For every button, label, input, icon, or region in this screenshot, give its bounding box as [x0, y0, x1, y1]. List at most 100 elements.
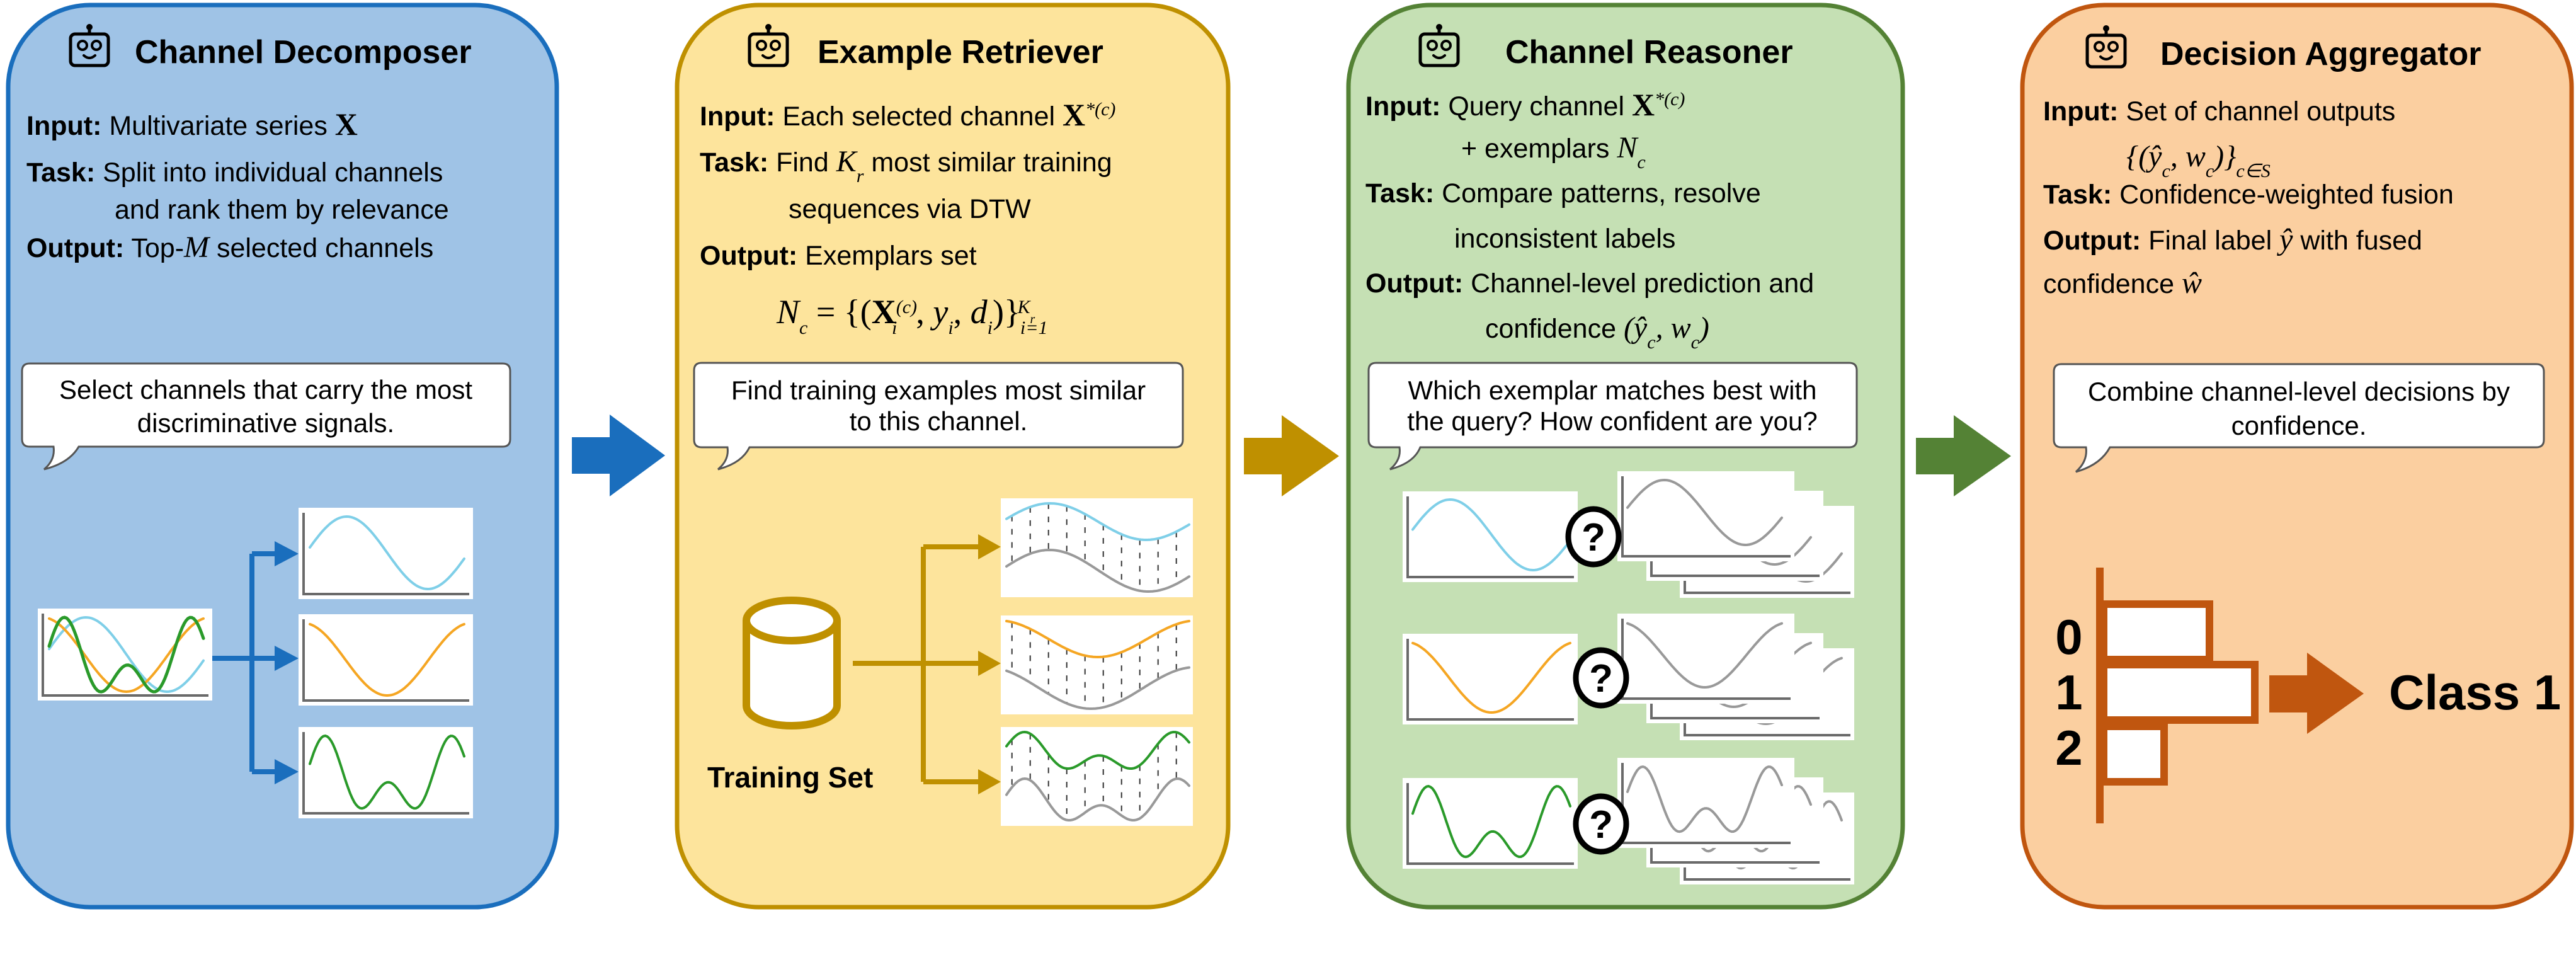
panel-decision-aggregator: Decision Aggregator Input: Set of channe…: [2020, 3, 2574, 910]
arrowhead: [978, 651, 1001, 676]
speech-bubble: Which exemplar matches best with the que…: [1367, 362, 1858, 471]
task-line-2: sequences via DTW: [789, 194, 1031, 224]
flow-arrow-1: [572, 415, 665, 496]
bubble-line-1: Which exemplar matches best with: [1408, 375, 1817, 405]
exemplar-curve: [1005, 777, 1190, 821]
output-line-2: confidence ŵ: [2043, 266, 2202, 300]
result-arrow: [2269, 653, 2364, 734]
exemplar-curve: [1626, 622, 1783, 689]
database-icon: [743, 597, 841, 730]
bubble-line-1: Select channels that carry the most: [59, 375, 472, 404]
input-line: Input: Multivariate series X: [26, 106, 358, 142]
chart-axes: [1621, 476, 1791, 558]
chart-frame: [1617, 614, 1794, 704]
chart-axes: [302, 513, 469, 595]
input-line: Input: Query channel X*(c): [1365, 87, 1685, 122]
panel-channel-reasoner: Channel Reasoner Input: Query channel X*…: [1346, 3, 1905, 910]
panel-title: Channel Reasoner: [1505, 34, 1793, 71]
chart-frame: [1403, 491, 1578, 582]
series-curve-3: [47, 615, 205, 694]
channel-curve: [309, 515, 465, 591]
exemplar-curve: [1005, 548, 1190, 593]
query-curve: [1005, 619, 1190, 659]
input-line: Input: Set of channel outputs: [2043, 96, 2395, 127]
exemplar-curve: [1626, 478, 1783, 547]
input-formula: {(ŷc, wc)}c∈S: [2126, 140, 2271, 181]
panel-title: Example Retriever: [818, 34, 1103, 71]
panel-channel-decomposer: Channel Decomposer Input: Multivariate s…: [6, 3, 559, 910]
chart-axes: [42, 614, 208, 697]
panel-title: Channel Decomposer: [135, 34, 472, 71]
chart-frame: [1403, 778, 1578, 869]
split-arrows: [212, 551, 277, 774]
arrowhead: [275, 646, 299, 671]
input-line: Input: Each selected channel X*(c): [700, 97, 1115, 132]
arrowhead: [978, 534, 1001, 559]
exemplar-formula: Nc = {(X(c)i, yi, di)}i=1Kr: [776, 293, 1048, 338]
query-curve: [1411, 784, 1571, 859]
flow-arrow-2: [1244, 415, 1339, 496]
chart-axes: [302, 732, 469, 815]
bar-label-0: 0: [2055, 609, 2082, 665]
retrieval-arrows: [853, 544, 979, 784]
svg-text:?: ?: [1582, 516, 1605, 559]
speech-bubble: Find training examples most similar to t…: [693, 362, 1184, 471]
chart-axes: [1621, 619, 1791, 700]
question-icon: ?: [1565, 506, 1622, 568]
output-line: Output: Exemplars set: [700, 241, 977, 271]
arrowhead: [275, 541, 299, 566]
svg-text:?: ?: [1589, 657, 1613, 701]
panel-example-retriever: Example Retriever Input: Each selected c…: [675, 3, 1231, 910]
question-icon: ?: [1573, 793, 1629, 855]
exemplar-curve: [1626, 765, 1783, 833]
training-set-label: Training Set: [707, 761, 873, 794]
output-line-2: confidence (ŷc, wc): [1485, 311, 1709, 353]
chart-axes: [1406, 783, 1574, 865]
confidence-bar-2: [2100, 723, 2168, 786]
bubble-line-2: confidence.: [2231, 411, 2367, 440]
series-curve-1: [48, 615, 205, 694]
output-line: Output: Final label ŷ with fused: [2043, 223, 2422, 256]
query-curve: [1005, 501, 1190, 542]
bubble-line-1: Combine channel-level decisions by: [2088, 377, 2510, 406]
channel-charts: [38, 508, 473, 818]
bubble-line-2: to this channel.: [850, 406, 1028, 436]
flow-arrow-3: [1916, 415, 2011, 496]
task-line-2: and rank them by relevance: [115, 195, 449, 225]
task-line: Task: Compare patterns, resolve: [1365, 178, 1761, 209]
task-line: Task: Split into individual channels: [26, 157, 443, 188]
chart-axes: [1406, 639, 1574, 721]
chart-axes: [1406, 496, 1574, 578]
task-line: Task: Confidence-weighted fusion: [2043, 180, 2454, 210]
chart-frame: [1403, 634, 1578, 724]
svg-text:?: ?: [1589, 803, 1613, 847]
output-line: Output: Top-M selected channels: [26, 231, 433, 264]
query-curve: [1411, 498, 1571, 572]
chart-frame: [1001, 498, 1193, 597]
speech-bubble: Select channels that carry the most disc…: [21, 362, 511, 471]
exemplar-curve: [1005, 666, 1190, 711]
dtw-alignment-charts: [1001, 498, 1193, 826]
query-curve: [1411, 641, 1571, 714]
input-line-2: + exemplars Nc: [1461, 131, 1646, 173]
arrowhead: [978, 769, 1001, 794]
bubble-line-2: discriminative signals.: [137, 408, 394, 438]
chart-frame: [1001, 727, 1193, 826]
channel-curve: [309, 622, 465, 697]
chart-frame: [299, 614, 473, 706]
bubble-line-2: the query? How confident are you?: [1407, 406, 1817, 436]
chart-axes: [302, 619, 469, 702]
comparison-charts: [1403, 471, 1854, 884]
channel-curve: [309, 734, 465, 810]
bubble-line-1: Find training examples most similar: [731, 375, 1146, 405]
chart-frame: [1617, 758, 1794, 848]
task-line-2: inconsistent labels: [1454, 224, 1675, 254]
bar-label-1: 1: [2055, 665, 2082, 720]
bar-label-2: 2: [2055, 720, 2082, 775]
chart-frame: [1617, 471, 1794, 561]
output-line: Output: Channel-level prediction and: [1365, 268, 1814, 299]
speech-bubble: Combine channel-level decisions by confi…: [2053, 363, 2545, 473]
confidence-bar-0: [2100, 600, 2213, 663]
panel-title: Decision Aggregator: [2160, 36, 2482, 72]
arrowhead: [275, 759, 299, 784]
